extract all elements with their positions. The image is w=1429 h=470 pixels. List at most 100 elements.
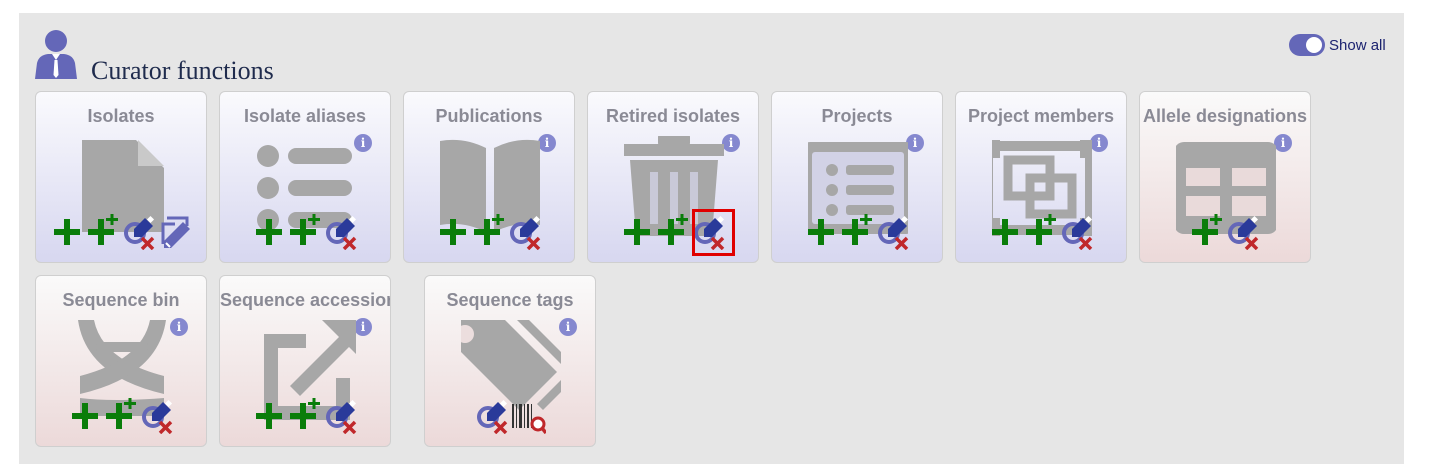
tile-title: Sequence accessions <box>220 290 391 310</box>
query-delete-button[interactable] <box>691 214 727 250</box>
query-delete-button[interactable] <box>139 398 175 434</box>
tile-title: Allele designations <box>1142 106 1308 126</box>
info-icon[interactable]: i <box>538 134 556 152</box>
document-icon <box>82 140 164 232</box>
info-icon[interactable]: i <box>1274 134 1292 152</box>
batch-add-button[interactable] <box>287 398 323 434</box>
batch-add-icon <box>290 214 320 245</box>
add-button[interactable] <box>67 398 103 434</box>
query-delete-icon <box>326 215 357 250</box>
batch-add-icon <box>1192 214 1222 245</box>
tile-sequence-accessions[interactable]: Sequence accessions i <box>219 275 391 447</box>
tile-sequence-bin[interactable]: Sequence bin i <box>35 275 207 447</box>
batch-add-button[interactable] <box>1023 214 1059 250</box>
book-icon <box>440 139 540 232</box>
add-icon <box>624 219 650 245</box>
tile-retired-isolates[interactable]: Retired isolates i <box>587 91 759 263</box>
batch-add-icon <box>474 214 504 245</box>
query-delete-button[interactable] <box>474 398 510 434</box>
batch-edit-icon <box>161 216 190 248</box>
add-button[interactable] <box>619 214 655 250</box>
query-delete-button[interactable] <box>121 214 157 250</box>
add-button[interactable] <box>987 214 1023 250</box>
tile-project-members[interactable]: Project members i <box>955 91 1127 263</box>
query-delete-button[interactable] <box>323 214 359 250</box>
tile-title: Retired isolates <box>605 106 741 126</box>
tile-isolates[interactable]: Isolates <box>35 91 207 263</box>
query-delete-icon <box>878 215 909 250</box>
add-icon <box>992 219 1018 245</box>
tile-sequence-tags[interactable]: Sequence tags i <box>424 275 596 447</box>
action-bar <box>404 210 574 254</box>
tile-isolate-aliases[interactable]: Isolate aliases i <box>219 91 391 263</box>
page-title: Curator functions <box>91 56 274 85</box>
query-delete-icon <box>1062 215 1093 250</box>
barcode-scan-button[interactable] <box>510 398 546 434</box>
query-delete-icon <box>142 399 173 434</box>
action-bar <box>956 210 1126 254</box>
query-delete-button[interactable] <box>1225 214 1261 250</box>
tile-allele-designations[interactable]: Allele designations i <box>1139 91 1311 263</box>
batch-edit-button[interactable] <box>157 214 193 250</box>
tile-title: Sequence tags <box>446 290 574 310</box>
tile-title: Isolates <box>87 106 155 126</box>
add-icon <box>256 403 282 429</box>
add-button[interactable] <box>251 214 287 250</box>
tile-projects[interactable]: Projects i <box>771 91 943 263</box>
add-button[interactable] <box>435 214 471 250</box>
curator-user-icon <box>35 30 77 79</box>
query-delete-icon <box>326 399 357 434</box>
action-bar <box>36 210 206 254</box>
batch-add-button[interactable] <box>85 214 121 250</box>
action-bar <box>36 394 206 438</box>
info-icon[interactable]: i <box>1090 134 1108 152</box>
action-bar <box>220 394 390 438</box>
batch-add-button[interactable] <box>839 214 875 250</box>
batch-add-button[interactable] <box>471 214 507 250</box>
query-delete-icon <box>477 399 508 434</box>
batch-add-button[interactable] <box>1189 214 1225 250</box>
batch-add-icon <box>1026 214 1056 245</box>
info-icon[interactable]: i <box>170 318 188 336</box>
tags-icon <box>461 320 561 410</box>
info-icon[interactable]: i <box>906 134 924 152</box>
batch-add-button[interactable] <box>287 214 323 250</box>
toggle-switch[interactable] <box>1289 34 1325 56</box>
batch-add-button[interactable] <box>103 398 139 434</box>
batch-add-icon <box>88 214 118 245</box>
query-delete-button[interactable] <box>1059 214 1095 250</box>
query-delete-button[interactable] <box>323 398 359 434</box>
show-all-toggle[interactable]: Show all <box>1289 33 1386 57</box>
action-bar <box>1140 210 1310 254</box>
barcode-search-icon <box>512 404 546 434</box>
show-all-label[interactable]: Show all <box>1329 36 1386 54</box>
query-delete-button[interactable] <box>507 214 543 250</box>
add-button[interactable] <box>251 398 287 434</box>
batch-add-button[interactable] <box>655 214 691 250</box>
query-delete-icon <box>510 215 541 250</box>
action-bar <box>588 210 758 254</box>
add-icon <box>72 403 98 429</box>
trash-icon <box>624 136 724 236</box>
tile-publications[interactable]: Publications i <box>403 91 575 263</box>
query-delete-icon <box>694 215 725 250</box>
info-icon[interactable]: i <box>354 318 372 336</box>
info-icon[interactable]: i <box>722 134 740 152</box>
tile-title: Projects <box>821 106 893 126</box>
table-icon <box>1176 142 1276 234</box>
add-icon <box>808 219 834 245</box>
batch-add-icon <box>658 214 688 245</box>
info-icon[interactable]: i <box>354 134 372 152</box>
batch-add-icon <box>106 398 136 429</box>
action-bar <box>772 210 942 254</box>
action-bar <box>220 210 390 254</box>
add-button[interactable] <box>49 214 85 250</box>
tile-title: Isolate aliases <box>243 106 367 126</box>
add-icon <box>256 219 282 245</box>
info-icon[interactable]: i <box>559 318 577 336</box>
batch-add-icon <box>842 214 872 245</box>
query-delete-button[interactable] <box>875 214 911 250</box>
add-button[interactable] <box>803 214 839 250</box>
batch-add-icon <box>290 398 320 429</box>
query-delete-icon <box>1228 215 1259 250</box>
